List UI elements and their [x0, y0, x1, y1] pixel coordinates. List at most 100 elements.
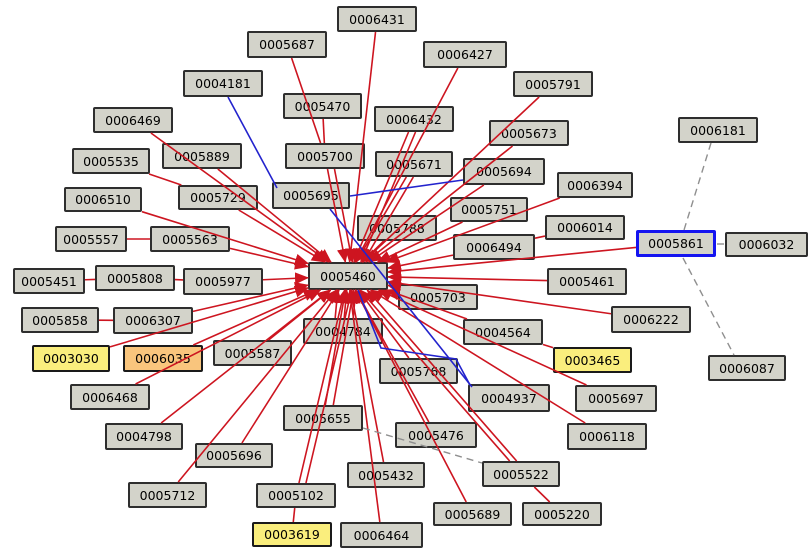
node-0003030[interactable]: 0003030 — [32, 345, 110, 372]
node-label: 0005696 — [206, 448, 262, 463]
node-0006035[interactable]: 0006035 — [123, 345, 203, 372]
node-label: 0004181 — [195, 76, 251, 91]
node-label: 0005694 — [476, 164, 532, 179]
node-0006468[interactable]: 0006468 — [70, 384, 150, 410]
node-0005729[interactable]: 0005729 — [178, 185, 258, 210]
node-0003465[interactable]: 0003465 — [553, 347, 632, 373]
edge-0004784-0005460 — [330, 289, 343, 319]
node-label: 0005768 — [390, 363, 447, 379]
node-0005700[interactable]: 0005700 — [285, 143, 365, 169]
node-0004937[interactable]: 0004937 — [468, 384, 550, 412]
node-label: 0005522 — [493, 466, 549, 482]
node-0005889[interactable]: 0005889 — [162, 143, 242, 169]
node-0006307[interactable]: 0006307 — [113, 307, 193, 334]
node-label: 0005977 — [195, 274, 251, 289]
node-0005671[interactable]: 0005671 — [375, 151, 453, 177]
node-0005102[interactable]: 0005102 — [256, 483, 336, 508]
edge-0006014-0006494 — [534, 235, 546, 239]
node-label: 0005858 — [32, 312, 88, 328]
node-0006427[interactable]: 0006427 — [423, 41, 507, 68]
node-0006181[interactable]: 0006181 — [678, 117, 758, 143]
node-label: 0005563 — [162, 231, 218, 247]
edge-0005470-0005700 — [322, 118, 326, 144]
node-0006432[interactable]: 0006432 — [374, 106, 454, 132]
node-label: 0004798 — [116, 429, 172, 444]
node-0005712[interactable]: 0005712 — [128, 482, 207, 508]
node-0005751[interactable]: 0005751 — [450, 197, 528, 222]
node-0005977[interactable]: 0005977 — [183, 268, 263, 295]
node-0006087[interactable]: 0006087 — [708, 355, 786, 381]
node-label: 0005700 — [297, 148, 353, 164]
node-0004798[interactable]: 0004798 — [105, 423, 183, 450]
node-0005563[interactable]: 0005563 — [150, 226, 230, 252]
node-0006469[interactable]: 0006469 — [93, 107, 173, 133]
node-0005451[interactable]: 0005451 — [13, 268, 85, 294]
edge-0005695-0005694 — [349, 179, 464, 197]
node-0005694[interactable]: 0005694 — [463, 158, 545, 185]
node-0005858[interactable]: 0005858 — [21, 307, 99, 333]
node-0005791[interactable]: 0005791 — [513, 71, 593, 97]
node-0006431[interactable]: 0006431 — [337, 6, 417, 32]
node-label: 0006035 — [135, 351, 191, 366]
node-0004564[interactable]: 0004564 — [463, 319, 543, 345]
node-0006464[interactable]: 0006464 — [340, 522, 423, 548]
node-label: 0006307 — [125, 313, 181, 328]
node-label: 0005102 — [268, 488, 324, 503]
node-0005476[interactable]: 0005476 — [395, 422, 477, 448]
node-0006032[interactable]: 0006032 — [725, 232, 808, 257]
node-label: 0005712 — [139, 487, 196, 503]
node-0005861[interactable]: 0005861 — [636, 230, 716, 257]
node-0005788[interactable]: 0005788 — [357, 215, 437, 241]
node-label: 0005432 — [358, 467, 414, 483]
node-0006222[interactable]: 0006222 — [611, 306, 691, 333]
node-0005587[interactable]: 0005587 — [213, 340, 292, 366]
node-0003619[interactable]: 0003619 — [252, 522, 332, 547]
edge-0005977-0005460 — [262, 272, 309, 285]
node-0006014[interactable]: 0006014 — [545, 215, 625, 240]
node-label: 0005729 — [190, 190, 246, 205]
node-0005673[interactable]: 0005673 — [489, 120, 569, 146]
node-label: 0005671 — [386, 156, 442, 172]
node-label: 0005476 — [408, 427, 464, 443]
node-0005697[interactable]: 0005697 — [575, 385, 657, 412]
node-label: 0003465 — [564, 352, 621, 368]
node-label: 0004564 — [475, 324, 531, 340]
node-0006118[interactable]: 0006118 — [567, 423, 647, 450]
node-label: 0005861 — [648, 236, 704, 251]
edge-0005461-0005460 — [387, 271, 548, 284]
node-0005655[interactable]: 0005655 — [283, 405, 363, 431]
node-0005687[interactable]: 0005687 — [247, 31, 327, 58]
node-0006494[interactable]: 0006494 — [453, 234, 535, 260]
node-label: 0006431 — [349, 11, 405, 27]
node-0005695[interactable]: 0005695 — [272, 182, 350, 209]
node-0005557[interactable]: 0005557 — [55, 226, 127, 252]
node-0004784[interactable]: 0004784 — [303, 318, 383, 344]
edge-0005703-0005460 — [387, 282, 403, 295]
edge-0005729-0005460 — [238, 209, 326, 263]
node-label: 0005220 — [534, 506, 590, 522]
node-0005461[interactable]: 0005461 — [547, 268, 627, 295]
node-0005432[interactable]: 0005432 — [347, 462, 425, 488]
node-0005535[interactable]: 0005535 — [72, 148, 150, 174]
edge-0003465-0004564 — [542, 343, 554, 349]
node-0006394[interactable]: 0006394 — [557, 172, 633, 198]
node-0006510[interactable]: 0006510 — [64, 187, 142, 212]
node-label: 0006118 — [579, 429, 635, 444]
node-0005220[interactable]: 0005220 — [522, 502, 602, 526]
node-label: 0005751 — [461, 202, 517, 217]
node-0005522[interactable]: 0005522 — [482, 461, 560, 487]
node-0005703[interactable]: 0005703 — [398, 284, 478, 310]
node-0005689[interactable]: 0005689 — [433, 502, 512, 526]
edge-0005655-0005460 — [332, 289, 358, 406]
node-label: 0005687 — [259, 37, 315, 52]
node-0005470[interactable]: 0005470 — [283, 93, 362, 119]
node-label: 0005703 — [410, 289, 466, 305]
node-0004181[interactable]: 0004181 — [183, 70, 263, 97]
node-0005696[interactable]: 0005696 — [195, 443, 273, 468]
node-label: 0003619 — [264, 527, 320, 542]
node-0005808[interactable]: 0005808 — [95, 265, 175, 291]
node-label: 0004784 — [315, 323, 371, 339]
edge-0006494-0005460 — [387, 254, 454, 272]
node-0005460[interactable]: 0005460 — [308, 262, 388, 290]
node-0005768[interactable]: 0005768 — [379, 358, 458, 384]
